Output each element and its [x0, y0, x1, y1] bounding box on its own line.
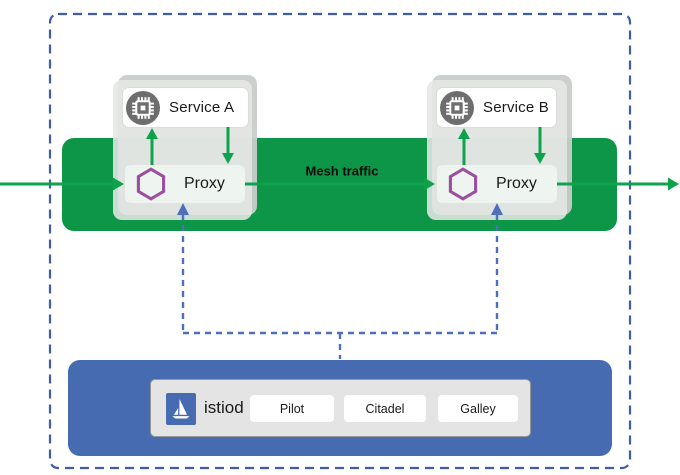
mesh-egress-arrowhead: [668, 177, 679, 191]
istiod-panel: istiod Pilot Citadel Galley: [150, 379, 531, 437]
component-galley: Galley: [438, 395, 518, 422]
proxy-b-label: Proxy: [496, 175, 537, 192]
service-b-node: Service B: [437, 88, 556, 127]
component-citadel: Citadel: [344, 395, 426, 422]
istiod-label: istiod: [204, 398, 244, 417]
proxy-a-node: Proxy: [125, 165, 245, 203]
component-pilot: Pilot: [250, 395, 334, 422]
istio-sailboat-icon: [166, 393, 196, 425]
mesh-traffic-label: Mesh traffic: [305, 163, 379, 179]
service-a-node: Service A: [123, 88, 248, 127]
proxy-a-label: Proxy: [184, 175, 225, 192]
hexagon-icon: [136, 167, 166, 201]
service-a-label: Service A: [169, 99, 235, 116]
microchip-icon: [440, 90, 474, 125]
microchip-icon: [126, 90, 160, 125]
hexagon-icon: [448, 167, 478, 201]
service-b-label: Service B: [483, 99, 549, 116]
proxy-b-node: Proxy: [437, 165, 557, 203]
